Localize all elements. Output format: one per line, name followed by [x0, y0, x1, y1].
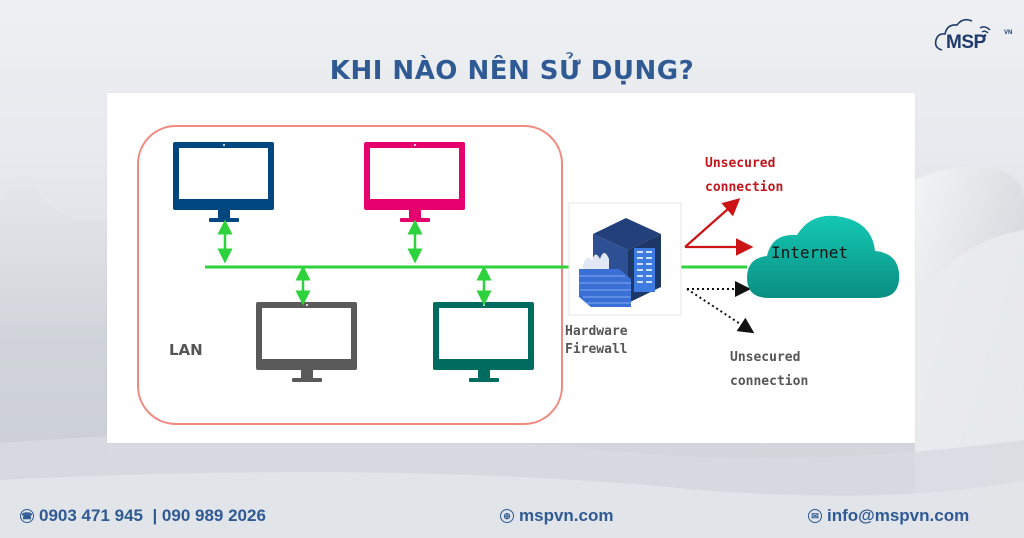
- computer-4-icon: [433, 302, 534, 382]
- network-diagram: [137, 125, 900, 425]
- phone-icon: ☎: [20, 509, 34, 523]
- unsecured-top-line1: Unsecured: [705, 156, 776, 171]
- lan-boundary: [137, 125, 563, 425]
- logo-text: MSP: [946, 32, 986, 53]
- computer-2-icon: [364, 142, 465, 222]
- firewall-label-line1: Hardware: [565, 324, 628, 339]
- hardware-firewall-icon: [568, 202, 682, 316]
- lan-label: LAN: [169, 341, 203, 359]
- unsecured-connection-top-label: Unsecured connection: [705, 152, 783, 200]
- phone-text: 0903 471 945 | 090 989 2026: [39, 506, 266, 525]
- unsecured-connection-bottom-label: Unsecured connection: [730, 346, 808, 394]
- mail-icon: ✉: [808, 509, 822, 523]
- internet-cloud-icon: [747, 215, 900, 298]
- firewall-label: Hardware Firewall: [565, 323, 628, 359]
- internet-label: Internet: [771, 243, 849, 262]
- page-title: KHI NÀO NÊN SỬ DỤNG?: [329, 56, 695, 86]
- unsecured-top-line2: connection: [705, 180, 784, 195]
- firewall-label-line2: Firewall: [565, 342, 628, 357]
- unsecured-bottom-line1: Unsecured: [730, 350, 801, 365]
- msp-logo: MSP VN: [928, 8, 1018, 63]
- computer-1-icon: [173, 142, 274, 222]
- network-diagram-panel: LAN Hardware Firewall Unsecured connecti…: [107, 93, 915, 443]
- footer-email[interactable]: ✉ info@mspvn.com: [808, 506, 969, 526]
- website-text: mspvn.com: [519, 506, 614, 525]
- globe-icon: ⊕: [500, 509, 514, 523]
- computer-3-icon: [256, 302, 357, 382]
- email-text: info@mspvn.com: [827, 506, 970, 525]
- footer-phone[interactable]: ☎ 0903 471 945 | 090 989 2026: [20, 506, 266, 526]
- cloud-wifi-icon: [934, 18, 991, 51]
- unsecured-bottom-line2: connection: [730, 374, 809, 389]
- footer-website[interactable]: ⊕ mspvn.com: [500, 506, 613, 526]
- logo-superscript: VN: [1004, 30, 1013, 36]
